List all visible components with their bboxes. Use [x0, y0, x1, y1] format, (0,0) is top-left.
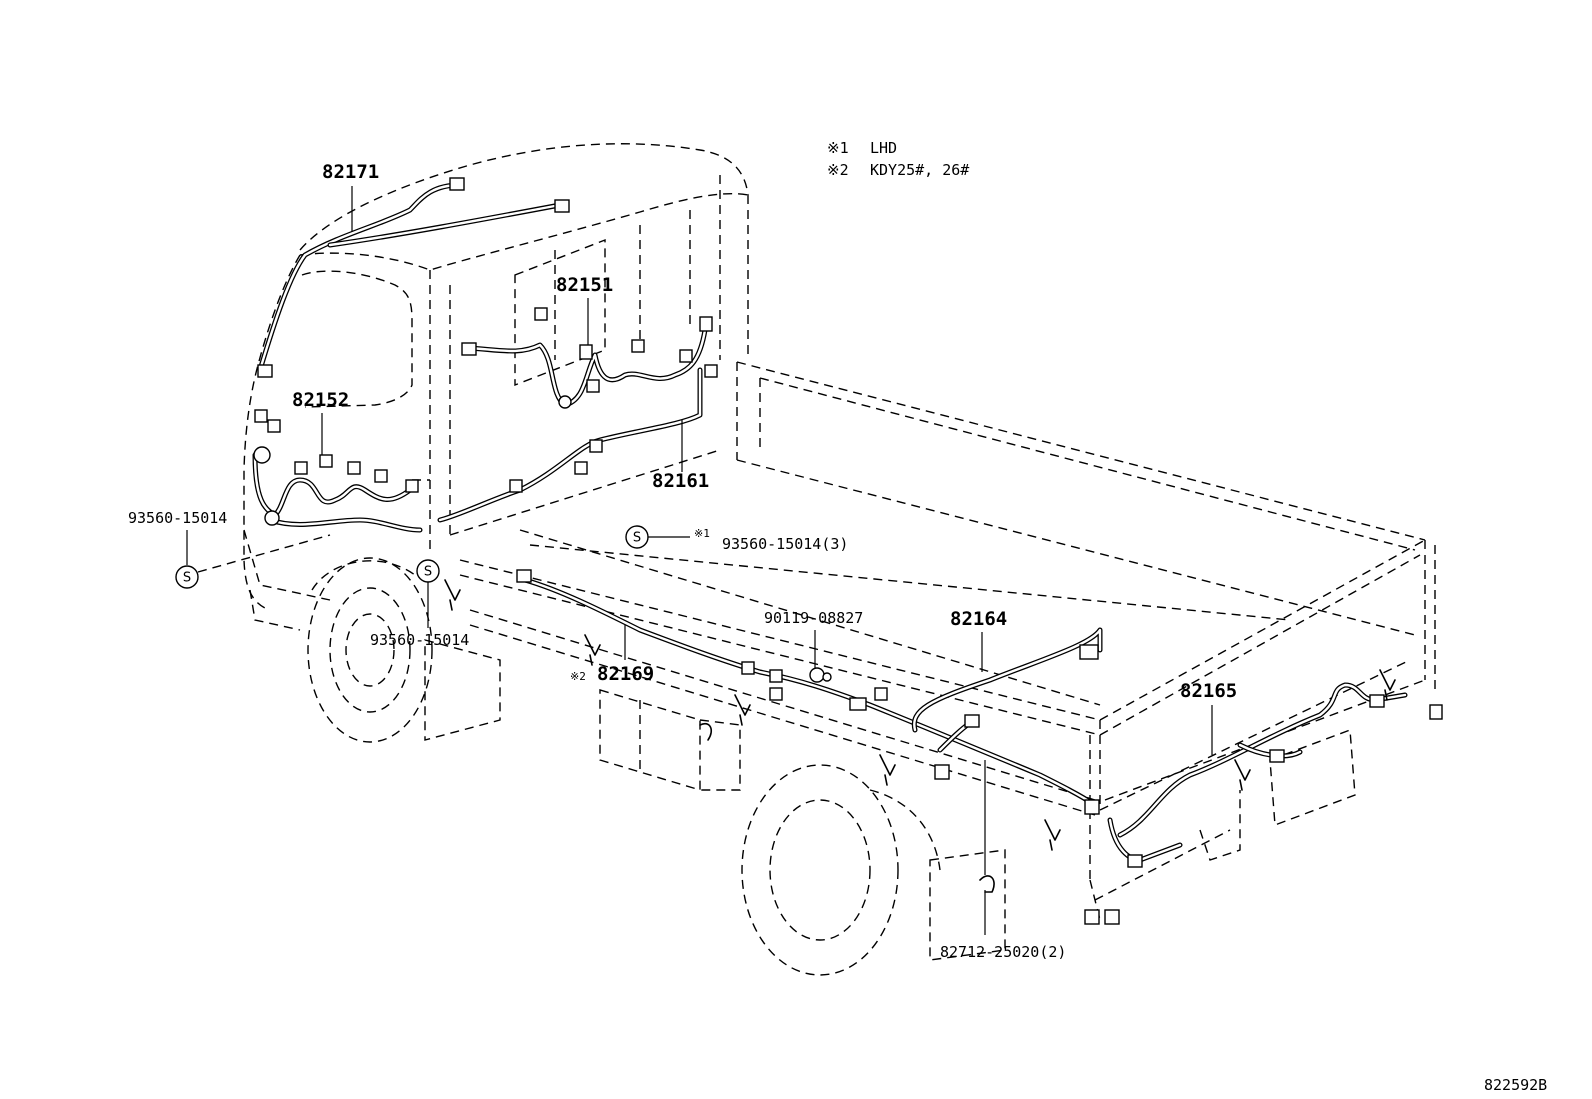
callout-82152: 82152 [292, 389, 349, 455]
callout-93560-x1: S ※1 93560-15014(3) [625, 525, 848, 553]
part-label-93560-lower: 93560-15014 [370, 631, 469, 649]
harness-82152 [252, 409, 423, 533]
harness-82151 [461, 307, 718, 409]
callout-93560-left: 93560-15014 S [128, 509, 331, 589]
side-box [599, 689, 741, 791]
s-symbol-lower-text: S [424, 565, 432, 580]
part-label-90119: 90119-08827 [764, 609, 863, 627]
note-2-text: KDY25#, 26# [870, 161, 969, 179]
clamps [444, 579, 1396, 893]
rear-wheel [741, 764, 1006, 976]
callout-82171: 82171 [322, 161, 379, 232]
part-label-93560-x1: 93560-15014(3) [722, 535, 848, 553]
harness-82164 [911, 627, 1103, 780]
cab-outline [243, 143, 749, 741]
x1-mark: ※1 [694, 527, 710, 540]
callout-82169: ※2 82169 [570, 625, 654, 685]
callout-93560-lower: S 93560-15014 [370, 559, 469, 649]
harness-82165 [1084, 682, 1443, 925]
front-wheel [307, 557, 433, 743]
harness-82171 [257, 177, 570, 378]
part-label-82165: 82165 [1180, 680, 1237, 702]
part-label-82171: 82171 [322, 161, 379, 183]
note-2-mark: ※2 [827, 161, 849, 179]
callout-90119: 90119-08827 [764, 609, 863, 668]
s-symbol-left-text: S [183, 571, 191, 586]
part-label-82161: 82161 [652, 470, 709, 492]
x2-mark: ※2 [570, 670, 586, 683]
s-symbol-left [175, 565, 199, 589]
legend: ※1 LHD ※2 KDY25#, 26# [827, 139, 969, 179]
part-label-82152: 82152 [292, 389, 349, 411]
callout-82151: 82151 [556, 274, 613, 345]
callout-82165: 82165 [1180, 680, 1237, 755]
note-1-text: LHD [870, 139, 897, 157]
note-1-mark: ※1 [827, 139, 849, 157]
harness-82161 [437, 367, 703, 523]
harness-82169 [516, 569, 1100, 815]
part-label-82169: 82169 [597, 663, 654, 685]
part-label-82164: 82164 [950, 608, 1007, 630]
part-label-93560-left: 93560-15014 [128, 509, 227, 527]
cargo-bed-outline [459, 361, 1436, 921]
s-symbol-x1-text: S [633, 531, 641, 546]
part-label-82712: 82712-25020(2) [940, 943, 1066, 961]
callout-82164: 82164 [950, 608, 1007, 672]
diagram-id: 822592B [1484, 1076, 1547, 1094]
callout-82712: 82712-25020(2) [940, 760, 1066, 961]
part-label-82151: 82151 [556, 274, 613, 296]
callout-82161: 82161 [652, 420, 709, 492]
